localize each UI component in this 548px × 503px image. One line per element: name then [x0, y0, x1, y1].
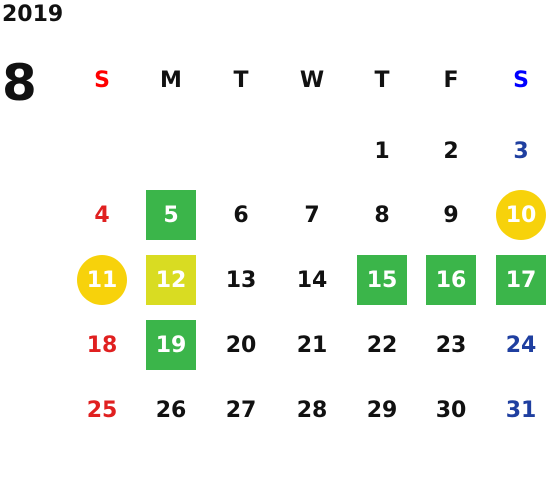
day-14[interactable]: 14	[296, 267, 328, 293]
weekday-header-wednesday: W	[299, 67, 325, 93]
weekday-header-thursday: T	[374, 67, 390, 93]
weekday-header-tuesday: T	[233, 67, 249, 93]
day-28[interactable]: 28	[296, 397, 328, 423]
year-label: 2019	[2, 2, 64, 27]
month-number: 8	[2, 54, 37, 112]
day-26[interactable]: 26	[155, 397, 187, 423]
day-4[interactable]: 4	[94, 202, 110, 228]
day-23[interactable]: 23	[435, 332, 467, 358]
day-6[interactable]: 6	[233, 202, 249, 228]
day-31[interactable]: 31	[505, 397, 537, 423]
day-8[interactable]: 8	[374, 202, 390, 228]
day-22[interactable]: 22	[366, 332, 398, 358]
day-27[interactable]: 27	[225, 397, 257, 423]
day-19-highlighted[interactable]: 19	[146, 320, 196, 370]
day-24[interactable]: 24	[505, 332, 537, 358]
day-20[interactable]: 20	[225, 332, 257, 358]
day-3[interactable]: 3	[513, 138, 529, 164]
day-16-highlighted[interactable]: 16	[426, 255, 476, 305]
day-25[interactable]: 25	[86, 397, 118, 423]
day-15-highlighted[interactable]: 15	[357, 255, 407, 305]
day-11-highlighted[interactable]: 11	[77, 255, 127, 305]
weekday-header-saturday: S	[513, 67, 529, 93]
weekday-header-friday: F	[443, 67, 459, 93]
day-29[interactable]: 29	[366, 397, 398, 423]
day-9[interactable]: 9	[443, 202, 459, 228]
day-30[interactable]: 30	[435, 397, 467, 423]
day-10-highlighted[interactable]: 10	[496, 190, 546, 240]
day-5-highlighted[interactable]: 5	[146, 190, 196, 240]
day-18[interactable]: 18	[86, 332, 118, 358]
day-17-highlighted[interactable]: 17	[496, 255, 546, 305]
day-12-highlighted[interactable]: 12	[146, 255, 196, 305]
day-1[interactable]: 1	[374, 138, 390, 164]
day-21[interactable]: 21	[296, 332, 328, 358]
day-2[interactable]: 2	[443, 138, 459, 164]
day-13[interactable]: 13	[225, 267, 257, 293]
day-7[interactable]: 7	[304, 202, 320, 228]
weekday-header-monday: M	[160, 67, 182, 93]
weekday-header-sunday: S	[94, 67, 110, 93]
